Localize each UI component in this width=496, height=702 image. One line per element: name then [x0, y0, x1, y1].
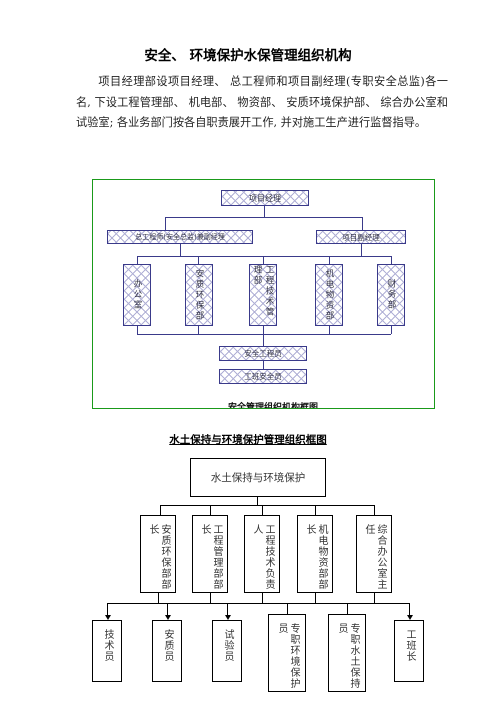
chart2-level2-box-5: 综合办公室主任 — [356, 515, 392, 593]
chart1-dept-4: 机电物资部 — [315, 264, 343, 326]
chart2-top-box: 水土保持与环境保护 — [190, 458, 326, 497]
chart2-level3-box-4: 专职环境保护员 — [268, 614, 306, 692]
chart1-bottom-box-2: 工班安全员 — [219, 369, 307, 384]
safety-org-chart: 项目经理 总工程师(安全总监)兼副经理 项目副经理 办公室 安质环保部 工程技术… — [92, 179, 435, 409]
chart1-bottom-box-1: 安全工程员 — [219, 346, 307, 361]
chart1-dept-1: 办公室 — [123, 264, 151, 326]
chart2-level2-box-4: 机电物资部部长 — [297, 515, 333, 593]
page-heading: 安全、 环境保护水保管理组织机构 — [144, 48, 352, 64]
chart2-level3-box-2: 安质员 — [152, 620, 182, 682]
chart1-level2-box-2: 项目副经理 — [316, 230, 406, 244]
chart2-level3-box-6: 工班长 — [394, 620, 424, 682]
chart2-level2-box-3: 工程技术负责人 — [244, 515, 280, 593]
chart1-top-box: 项目经理 — [221, 190, 309, 206]
chart2-level2-box-2: 工程管理部部长 — [192, 515, 228, 593]
chart2-level3-box-3: 试验员 — [212, 620, 242, 682]
chart2-level2-box-1: 安质环保部部长 — [140, 515, 176, 593]
chart1-level2-box-1: 总工程师(安全总监)兼副经理 — [107, 230, 253, 244]
chart1-dept-5: 财务部 — [377, 264, 405, 326]
chart2-title: 水土保持与环境保护管理组织框图 — [169, 434, 327, 446]
chart1-caption: 安全管理组织机构框图 — [227, 403, 318, 409]
chart2-level3-box-1: 技术员 — [92, 620, 122, 682]
chart1-dept-2: 安质环保部 — [185, 264, 213, 326]
intro-paragraph: 项目经理部设项目经理、 总工程师和项目副经理(专职安全总监)各一名, 下设工程管… — [76, 75, 448, 130]
chart1-dept-3: 工程技术管理部 — [249, 264, 277, 326]
chart2-level3-box-5: 专职水土保持员 — [328, 614, 366, 692]
